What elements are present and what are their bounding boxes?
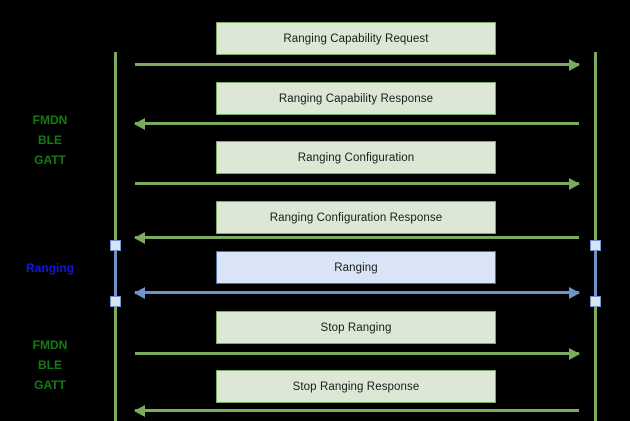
message-box-ranging-configuration-response[interactable]: Ranging Configuration Response <box>216 201 496 234</box>
message-arrow-stop-ranging-response <box>134 404 579 417</box>
message-label: Ranging Configuration Response <box>269 211 443 224</box>
arrow-shaft <box>135 63 579 66</box>
arrowhead-right-icon <box>569 177 580 190</box>
arrowhead-left-icon <box>134 404 145 417</box>
arrow-shaft <box>135 409 579 412</box>
arrowhead-right-icon <box>569 347 580 360</box>
left-lifeline-lower <box>114 301 117 421</box>
phase-label-fmdn-ble-gatt-bottom: FMDN BLE GATT <box>5 335 95 395</box>
arrow-shaft <box>135 352 579 355</box>
message-arrow-ranging-capability-request <box>135 58 580 71</box>
message-label: Stop Ranging <box>320 321 392 334</box>
phase-label-line: GATT <box>34 153 66 167</box>
phase-label-line: FMDN <box>32 338 68 352</box>
activation-square-right-start <box>590 240 601 251</box>
activation-square-right-end <box>590 296 601 307</box>
message-arrow-ranging-configuration <box>135 177 580 190</box>
arrowhead-right-icon <box>569 286 580 299</box>
message-box-ranging-capability-response[interactable]: Ranging Capability Response <box>216 82 496 115</box>
message-arrow-ranging-capability-response <box>134 117 579 130</box>
message-arrow-ranging-configuration-response <box>134 231 579 244</box>
message-arrow-stop-ranging <box>135 347 580 360</box>
phase-label-ranging: Ranging <box>5 258 95 278</box>
arrow-shaft <box>135 291 579 294</box>
phase-label-fmdn-ble-gatt-top: FMDN BLE GATT <box>5 110 95 170</box>
message-box-ranging[interactable]: Ranging <box>216 251 496 284</box>
arrowhead-left-icon <box>134 117 145 130</box>
phase-label-line: Ranging <box>26 261 74 275</box>
left-lifeline-ranging-segment <box>114 245 117 302</box>
message-arrow-ranging-bidirectional <box>134 286 580 299</box>
right-lifeline-lower <box>594 301 597 421</box>
right-lifeline-ranging-segment <box>594 245 597 302</box>
message-box-stop-ranging[interactable]: Stop Ranging <box>216 311 496 344</box>
message-label: Ranging <box>334 261 378 274</box>
activation-square-left-end <box>110 296 121 307</box>
arrowhead-left-icon <box>134 231 145 244</box>
phase-label-line: FMDN <box>32 113 68 127</box>
arrowhead-right-icon <box>569 58 580 71</box>
message-label: Ranging Configuration <box>297 151 415 164</box>
phase-label-line: GATT <box>34 378 66 392</box>
arrow-shaft <box>135 182 579 185</box>
arrow-shaft <box>135 122 579 125</box>
message-box-stop-ranging-response[interactable]: Stop Ranging Response <box>216 370 496 403</box>
message-label: Stop Ranging Response <box>292 380 420 393</box>
message-label: Ranging Capability Response <box>278 92 434 105</box>
left-lifeline-upper <box>114 52 117 245</box>
message-label: Ranging Capability Request <box>283 32 429 45</box>
message-box-ranging-capability-request[interactable]: Ranging Capability Request <box>216 22 496 55</box>
arrowhead-left-icon <box>134 286 145 299</box>
arrow-shaft <box>135 236 579 239</box>
right-lifeline-upper <box>594 52 597 245</box>
phase-label-line: BLE <box>38 133 62 147</box>
activation-square-left-start <box>110 240 121 251</box>
message-box-ranging-configuration[interactable]: Ranging Configuration <box>216 141 496 174</box>
phase-label-line: BLE <box>38 358 62 372</box>
